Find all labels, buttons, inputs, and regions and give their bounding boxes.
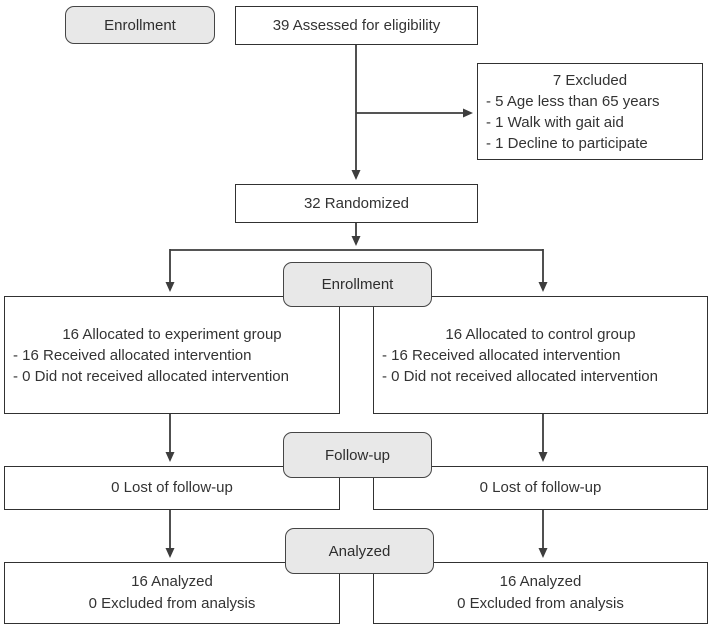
allocation-control-item: - 16 Received allocated intervention <box>382 346 621 364</box>
allocation-control-item: - 0 Did not received allocated intervent… <box>382 367 658 385</box>
allocation-control-box: 16 Allocated to control group - 16 Recei… <box>373 296 708 414</box>
stage-label-enrollment-top: Enrollment <box>65 6 215 44</box>
allocation-experiment-title: 16 Allocated to experiment group <box>62 325 282 343</box>
excluded-box: 7 Excluded - 5 Age less than 65 years - … <box>477 63 703 160</box>
excluded-item: - 1 Walk with gait aid <box>486 113 624 131</box>
analysis-experiment-line2: 0 Excluded from analysis <box>88 595 256 612</box>
allocation-experiment-item: - 0 Did not received allocated intervent… <box>13 367 289 385</box>
analysis-experiment-line1: 16 Analyzed <box>131 573 213 590</box>
stage-label-analyzed: Analyzed <box>285 528 434 574</box>
allocation-experiment-box: 16 Allocated to experiment group - 16 Re… <box>4 296 340 414</box>
analysis-control-box: 16 Analyzed 0 Excluded from analysis <box>373 562 708 624</box>
assessed-box: 39 Assessed for eligibility <box>235 6 478 45</box>
stage-label-followup: Follow-up <box>283 432 432 478</box>
stage-label-enrollment-mid: Enrollment <box>283 262 432 307</box>
analysis-experiment-box: 16 Analyzed 0 Excluded from analysis <box>4 562 340 624</box>
excluded-title: 7 Excluded <box>552 71 628 89</box>
excluded-item: - 5 Age less than 65 years <box>486 92 660 110</box>
analysis-control-line2: 0 Excluded from analysis <box>457 595 624 612</box>
analysis-control-line1: 16 Analyzed <box>499 573 582 590</box>
allocation-control-title: 16 Allocated to control group <box>445 325 636 343</box>
excluded-item: - 1 Decline to participate <box>486 134 648 152</box>
allocation-experiment-item: - 16 Received allocated intervention <box>13 346 252 364</box>
randomized-box: 32 Randomized <box>235 184 478 223</box>
